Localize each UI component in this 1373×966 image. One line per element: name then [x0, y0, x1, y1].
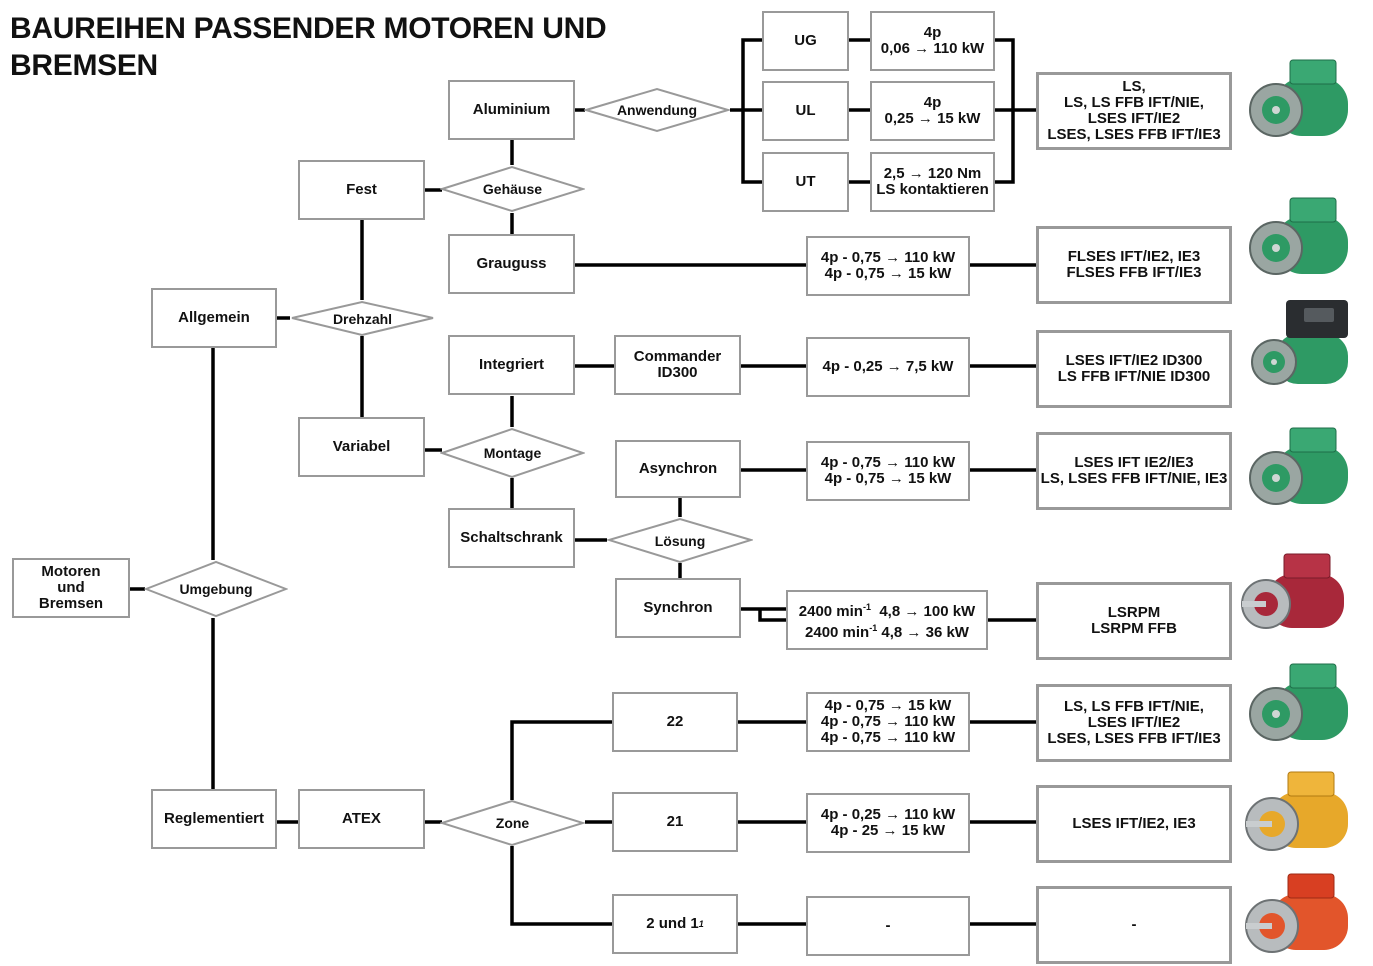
motor-green-icon	[1246, 190, 1358, 290]
spec-ul: 4p 0,25 → 15 kW	[870, 81, 995, 141]
spec-ut: 2,5 → 120 Nm LS kontaktieren	[870, 152, 995, 212]
spec-asynchron: 4p - 0,75 → 110 kW 4p - 0,75 → 15 kW	[806, 441, 970, 501]
spec-grauguss: 4p - 0,75 → 110 kW 4p - 0,75 → 15 kW	[806, 236, 970, 296]
decision-anwendung: Anwendung	[584, 87, 730, 133]
motor-orange-icon	[1244, 866, 1356, 966]
series-zone-2und1: -	[1036, 886, 1232, 964]
series-integriert: LSES IFT/IE2 ID300 LS FFB IFT/NIE ID300	[1036, 330, 1232, 408]
node-ut: UT	[762, 152, 849, 212]
series-synchron: LSRPM LSRPM FFB	[1036, 582, 1232, 660]
node-synchron: Synchron	[615, 578, 741, 638]
node-atex: ATEX	[298, 789, 425, 849]
node-zone-22: 22	[612, 692, 738, 752]
node-grauguss: Grauguss	[448, 234, 575, 294]
node-asynchron: Asynchron	[615, 440, 741, 498]
node-zone-21: 21	[612, 792, 738, 852]
series-grauguss: FLSES IFT/IE2, IE3 FLSES FFB IFT/IE3	[1036, 226, 1232, 304]
node-integriert: Integriert	[448, 335, 575, 395]
decision-drehzahl: Drehzahl	[290, 300, 435, 337]
zone-2und1-label: 2 und 1	[646, 916, 699, 932]
node-variabel: Variabel	[298, 417, 425, 477]
motor-green-icon	[1246, 656, 1358, 756]
spec-zone-2und1: -	[806, 896, 970, 956]
decision-umgebung: Umgebung	[144, 560, 288, 618]
series-zone-21: LSES IFT/IE2, IE3	[1036, 785, 1232, 863]
spec-synchron-line-1: 2400 min-1 4,8 → 100 kW	[799, 599, 975, 620]
node-aluminium: Aluminium	[448, 80, 575, 140]
spec-synchron-line-2: 2400 min-1 4,8 → 36 kW	[805, 620, 969, 641]
motor-with-drive-icon	[1246, 296, 1358, 396]
spec-ug: 4p 0,06 → 110 kW	[870, 11, 995, 71]
node-ug: UG	[762, 11, 849, 71]
spec-zone-22: 4p - 0,75 → 15 kW 4p - 0,75 → 110 kW 4p …	[806, 692, 970, 752]
series-aluminium: LS, LS, LS FFB IFT/NIE, LSES IFT/IE2 LSE…	[1036, 72, 1232, 150]
node-commander: Commander ID300	[614, 335, 741, 395]
spec-zone-21: 4p - 0,25 → 110 kW 4p - 25 → 15 kW	[806, 793, 970, 853]
motor-red-icon	[1240, 544, 1352, 644]
decision-montage: Montage	[440, 427, 585, 479]
spec-synchron: 2400 min-1 4,8 → 100 kW 2400 min-1 4,8 →…	[786, 590, 988, 650]
footnote-marker: 1	[699, 916, 704, 932]
node-reglementiert: Reglementiert	[151, 789, 277, 849]
node-schaltschrank: Schaltschrank	[448, 508, 575, 568]
motor-yellow-icon	[1244, 764, 1356, 864]
decision-zone: Zone	[440, 799, 585, 847]
node-fest: Fest	[298, 160, 425, 220]
decision-gehaeuse: Gehäuse	[440, 165, 585, 213]
node-root: Motoren und Bremsen	[12, 558, 130, 618]
series-zone-22: LS, LS FFB IFT/NIE, LSES IFT/IE2 LSES, L…	[1036, 684, 1232, 762]
motor-green-icon	[1246, 420, 1358, 520]
series-asynchron: LSES IFT IE2/IE3 LS, LSES FFB IFT/NIE, I…	[1036, 432, 1232, 510]
decision-loesung: Lösung	[607, 517, 753, 564]
motor-green-icon	[1246, 52, 1358, 152]
spec-commander: 4p - 0,25 → 7,5 kW	[806, 337, 970, 397]
node-allgemein: Allgemein	[151, 288, 277, 348]
node-ul: UL	[762, 81, 849, 141]
